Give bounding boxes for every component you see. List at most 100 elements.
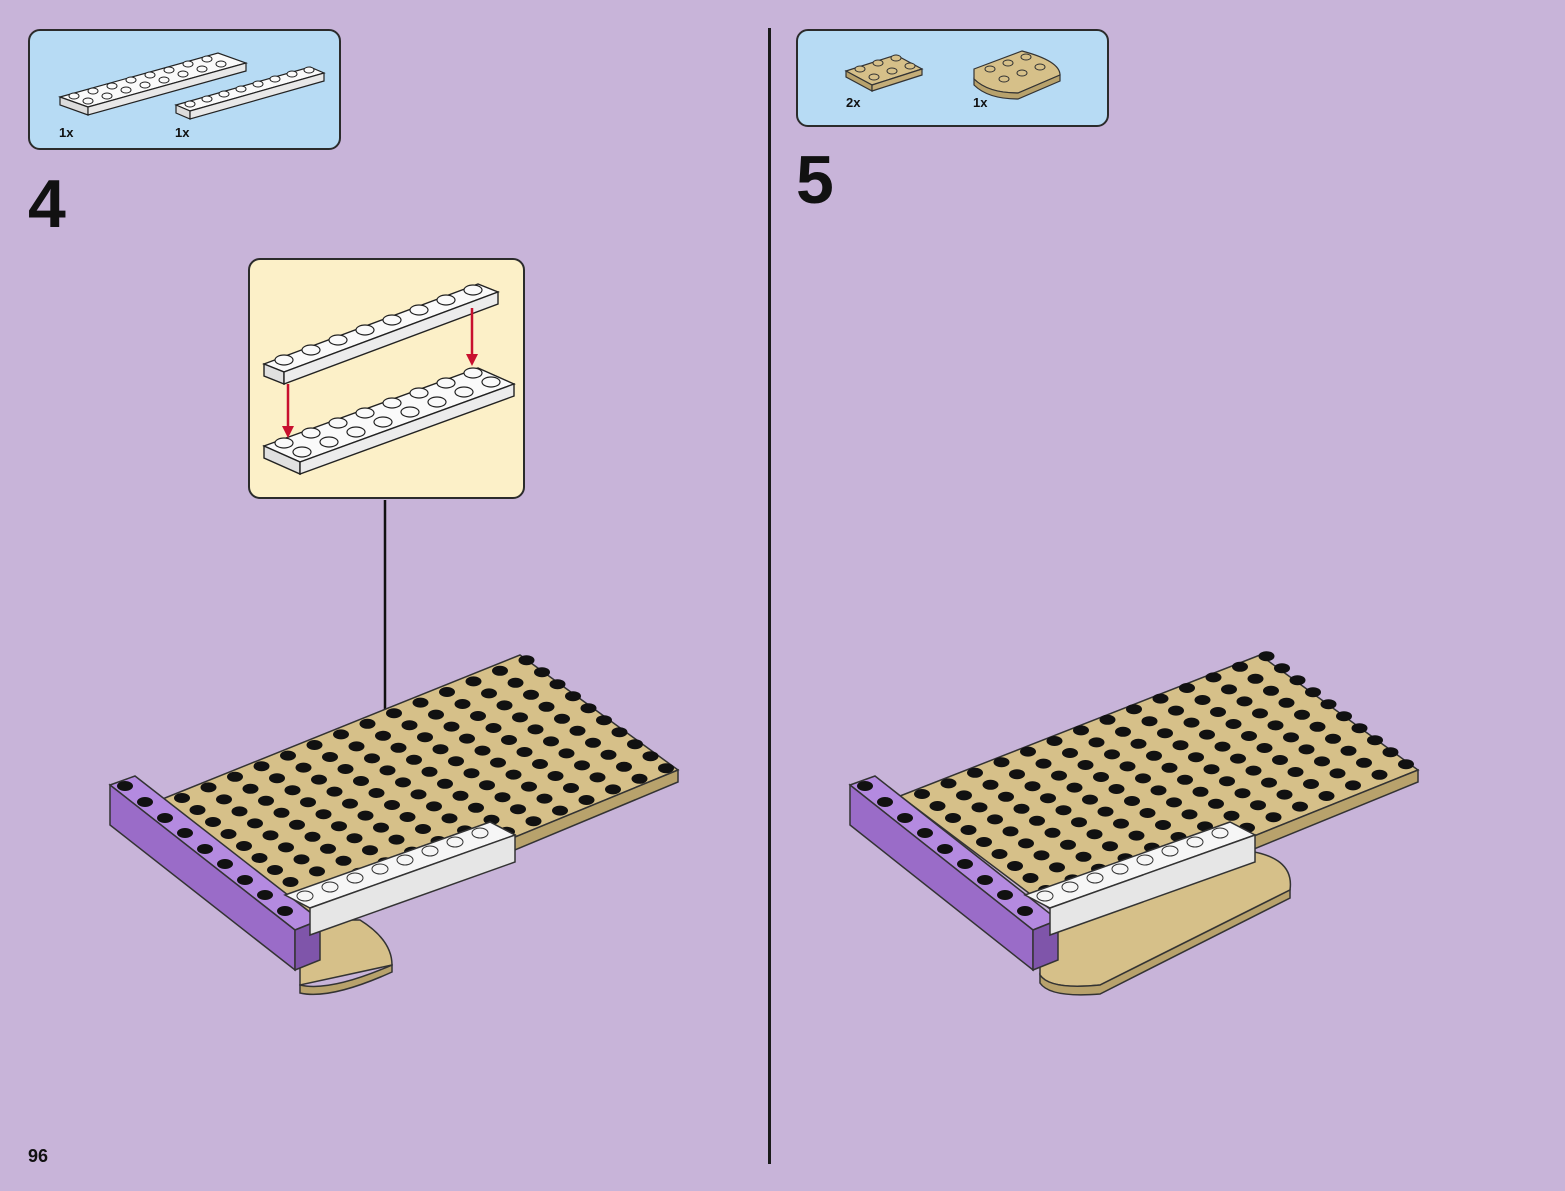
tan-stud [497,700,513,710]
tan-stud [574,760,590,770]
tan-stud [987,814,1003,824]
tan-stud [534,667,550,677]
tan-stud [1076,852,1092,862]
tan-stud [1098,807,1114,817]
tan-stud [269,773,285,783]
tan-stud [1078,760,1094,770]
tan-stud [643,751,659,761]
tan-stud [375,731,391,741]
tan-stud [448,756,464,766]
part-quantity: 2x [846,95,860,110]
tan-stud [1124,796,1140,806]
tan-stud [283,877,299,887]
tan-stud [1279,698,1295,708]
tan-stud [389,835,405,845]
tan-stud [1177,775,1193,785]
tan-stud [470,711,486,721]
tan-stud [1082,795,1098,805]
tan-stud [1292,802,1308,812]
tan-stud [1073,725,1089,735]
tan-stud [495,792,511,802]
tan-stud [1268,720,1284,730]
tan-stud [1246,766,1262,776]
tan-stud [1100,715,1116,725]
tan-stud [413,698,429,708]
tan-stud [1252,708,1268,718]
tan-stud [1235,788,1251,798]
tan-stud [994,757,1010,767]
tan-stud [1226,719,1242,729]
tan-stud [1047,736,1063,746]
tan-stud [508,678,524,688]
tan-stud [1372,770,1388,780]
tan-stud [227,772,243,782]
tan-stud [945,813,961,823]
tan-stud [1140,808,1156,818]
tan-stud [992,849,1008,859]
tan-stud [1179,683,1195,693]
tan-stud [1113,819,1129,829]
tan-stud [201,782,217,792]
tan-stud [1314,756,1330,766]
tan-stud [1210,707,1226,717]
tan-stud [486,723,502,733]
tan-stud [1184,718,1200,728]
tan-stud [221,829,237,839]
tan-stud [1259,651,1275,661]
tan-stud [1051,771,1067,781]
tan-stud [1056,805,1072,815]
tan-stud [1060,840,1076,850]
tan-stud [1341,746,1357,756]
tan-stud [1115,727,1131,737]
tan-stud [1023,873,1039,883]
tan-stud [311,775,327,785]
tan-stud [320,844,336,854]
tan-stud [563,783,579,793]
tan-stud [543,736,559,746]
tan-stud [1029,816,1045,826]
tan-stud [205,817,221,827]
tan-stud [1104,749,1120,759]
tan-stud [1135,773,1151,783]
tan-stud [1345,780,1361,790]
page-divider [768,28,771,1164]
tan-stud [1025,781,1041,791]
tan-stud [331,821,347,831]
tan-stud [1221,684,1237,694]
tan-stud [415,824,431,834]
tan-stud [519,655,535,665]
tan-stud [1045,828,1061,838]
tan-stud [455,699,471,709]
tan-stud [983,780,999,790]
tan-stud [1232,662,1248,672]
tan-stud [512,712,528,722]
tan-stud [360,719,376,729]
tan-stud [510,804,526,814]
tan-stud [402,720,418,730]
tan-stud [1009,769,1025,779]
step-5-parts-illustration [798,31,1111,129]
tan-stud [1277,790,1293,800]
tan-stud [1208,799,1224,809]
tan-stud [1263,686,1279,696]
tan-stud [481,688,497,698]
tan-stud [1162,763,1178,773]
tan-stud [1087,829,1103,839]
tan-stud [961,825,977,835]
tan-stud [1272,755,1288,765]
tan-stud [1294,710,1310,720]
tan-stud [453,791,469,801]
tan-stud [327,787,343,797]
tan-stud [1007,861,1023,871]
tan-stud [1193,787,1209,797]
tan-stud [216,794,232,804]
tan-stud [437,779,453,789]
tan-stud [1040,793,1056,803]
tan-stud [1195,695,1211,705]
tan-stud [1204,764,1220,774]
tan-stud [596,715,612,725]
tan-stud [1182,809,1198,819]
tan-stud [247,818,263,828]
tan-stud [236,841,252,851]
tan-stud [322,752,338,762]
